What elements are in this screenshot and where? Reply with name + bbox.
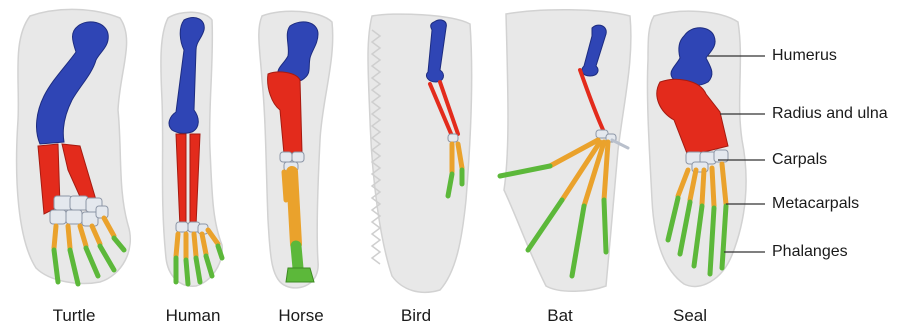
caption-bat: Bat [547,306,573,326]
caption-seal: Seal [673,306,707,326]
label-carpals: Carpals [772,151,827,169]
label-radius-and-ulna: Radius and ulna [772,105,888,123]
caption-turtle: Turtle [53,306,96,326]
bird-carpals [448,134,458,142]
limb-bat [500,10,631,292]
label-phalanges: Phalanges [772,243,848,261]
label-humerus: Humerus [772,47,837,65]
limb-bird [368,14,472,292]
bat-silhouette [504,10,631,292]
caption-bird: Bird [401,306,431,326]
label-metacarpals: Metacarpals [772,195,859,213]
limb-seal [647,11,746,286]
limb-horse [259,11,333,288]
limb-turtle [17,9,131,284]
caption-horse: Horse [278,306,323,326]
bird-silhouette [368,14,472,292]
horse-hoof [286,268,314,282]
caption-human: Human [166,306,221,326]
limb-human [161,12,222,286]
